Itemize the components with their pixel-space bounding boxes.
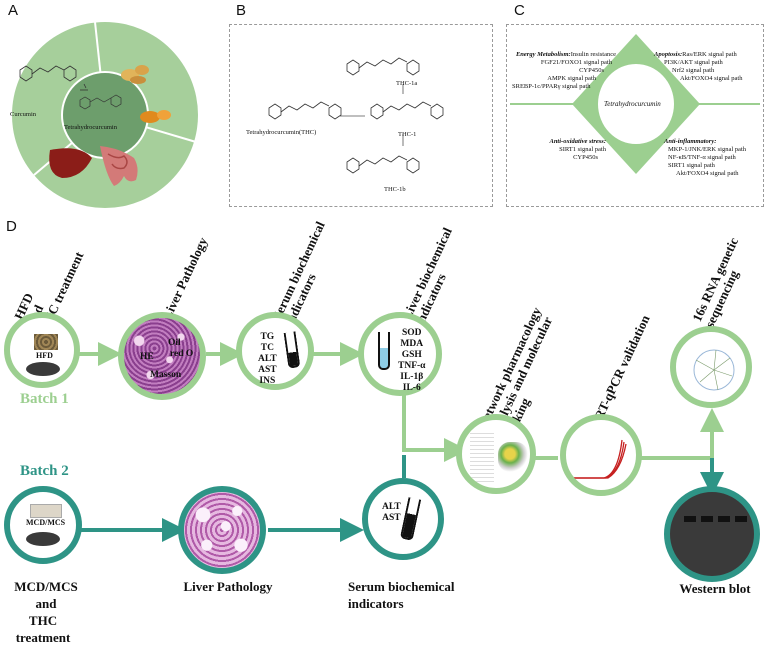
liver-item-1: MDA [400,339,424,349]
panel-c-diamond [510,34,760,174]
anti-oxidative-block: Anti-oxidative stress: SIRT1 signal path… [512,138,606,162]
oxidative-title: Anti-oxidative stress: [549,138,606,145]
serum-circle: TG TC ALT AST INS [236,312,314,390]
liver-item-5: IL-6 [402,383,421,393]
serum2-circle: ALT AST [362,478,444,560]
panel-b-box [229,24,493,207]
panel-a-label: A [8,2,19,19]
amplification-curve-icon [574,439,627,479]
he-label: HE [140,352,154,362]
test-tube-icon [283,331,301,369]
liver-list: SOD MDA GSH TNF-α IL-1β IL-6 [398,328,425,394]
energy-metabolism-block: Energy Metabolism:Insulin resistance FGF… [512,51,616,91]
mcd-label: MCD/MCS [26,518,66,527]
oxidative-line-0: SIRT1 signal path [559,146,606,153]
apoptosis-line-2: Nrf2 signal path [672,67,715,74]
bottom-serum-label: Serum biochemical indicators [348,578,455,612]
mouse-icon [26,362,60,376]
energy-line-3: AMPK signal path [547,75,596,82]
hfd-food-image [34,334,58,350]
panel-b-label: B [236,2,247,19]
panel-d-label: D [6,218,17,235]
western-circle [664,486,760,582]
phylogenetic-tree-icon [693,349,735,391]
bottom-pathology-label: Liver Pathology [183,579,273,594]
masson-label: Masson [150,370,182,380]
liver-biochem-circle: SOD MDA GSH TNF-α IL-1β IL-6 [358,312,442,396]
batch-2-label: Batch 2 [20,463,69,479]
panel-b-structures [268,57,444,174]
serum2-list: ALT AST [382,502,401,524]
energy-line-0: Insulin resistance [570,51,616,58]
energy-line-4: SREBP-1c/PPARγ signal path [512,83,591,90]
energy-line-1: FGF21/FOXO1 signal path [540,59,612,66]
inflammatory-line-3: Akt/FOXO4 signal path [676,170,739,177]
blue-tube-icon [378,332,390,370]
thc-1-label: THC-1 [398,131,417,138]
black-tube-icon [399,497,422,541]
thc-center-label: Tetrahydrocurcumin [64,124,117,131]
apoptosis-block: Apoptosis:Ras/ERK signal path PI3K/AKT s… [654,51,742,83]
panel-c-label: C [514,2,525,19]
hfd-label: HFD [36,351,53,360]
inflammatory-title: Anti-inflammatory: [664,138,717,145]
serum2-item-0: ALT [382,502,401,512]
inflammatory-line-2: SIRT1 signal path [668,162,715,169]
energy-title: Energy Metabolism: [515,51,571,58]
apoptosis-line-1: PI3K/AKT signal path [664,59,723,66]
apoptosis-line-3: Akt/FOXO4 signal path [680,75,743,82]
mcd-circle: MCD/MCS [4,486,82,564]
serum-item-3: AST [258,365,277,375]
thc-1b-label: THC-1b [384,186,406,193]
serum-item-2: ALT [258,354,277,364]
oxidative-line-1: CYP450s [573,154,598,161]
bottom-western-label: Western blot [679,581,751,596]
thc-1a-label: THC-1a [396,80,418,87]
bottom-mcd-label: MCD/MCS and THC treatment [8,578,84,646]
inflammatory-line-1: NF-κB/TNF-α signal path [668,154,736,161]
network-circle [456,414,536,494]
mcd-pathology-circle [178,486,266,574]
docking-image [498,442,528,472]
bottom-mcd-line-2: THC treatment [15,613,71,645]
liver-pathology-circle: Oil red O HE Masson [118,312,206,400]
hfd-circle: HFD [4,312,80,388]
panel-c-box [506,24,764,207]
serum-list: TG TC ALT AST INS [258,332,277,387]
liver-item-2: GSH [401,350,422,360]
flow-arrows [76,342,724,542]
apoptosis-line-0: Ras/ERK signal path [682,51,737,58]
liver-item-4: IL-1β [400,372,424,382]
oil-label: Oil [168,338,181,348]
inflammatory-line-0: MKP-1/JNK/ERK signal path [668,146,746,153]
batch-1-label: Batch 1 [20,391,69,407]
mcd-food-image [30,504,62,518]
rna-circle [670,326,752,408]
bottom-mcd-line-0: MCD/MCS [14,579,78,594]
thc-main-label: Tetrahydrocurcumin(THC) [246,129,317,136]
rtqpcr-circle [560,414,642,496]
bottom-mcd-line-1: and [35,596,57,611]
anti-inflammatory-block: Anti-inflammatory: MKP-1/JNK/ERK signal … [664,138,746,178]
network-chart-image [470,430,494,482]
mcd-mouse-icon [26,532,60,546]
liver-item-3: TNF-α [398,361,426,371]
serum-item-0: TG [260,332,275,342]
serum-item-1: TC [260,343,274,353]
liver-item-0: SOD [401,328,422,338]
apoptosis-title: Apoptosis: [654,51,683,58]
bottom-serum-line-0: Serum biochemical [348,579,455,594]
blot-bands [684,516,750,522]
bottom-serum-line-1: indicators [348,596,404,611]
panel-c-center: Tetrahydrocurcumin [604,100,661,108]
panel-a-wheel [12,21,198,208]
energy-line-2: CYP450s [579,67,604,74]
serum2-item-1: AST [382,513,401,523]
red-o-label: red O [170,349,194,359]
serum-item-4: INS [259,376,276,386]
curcumin-label: Curcumin [10,111,36,118]
